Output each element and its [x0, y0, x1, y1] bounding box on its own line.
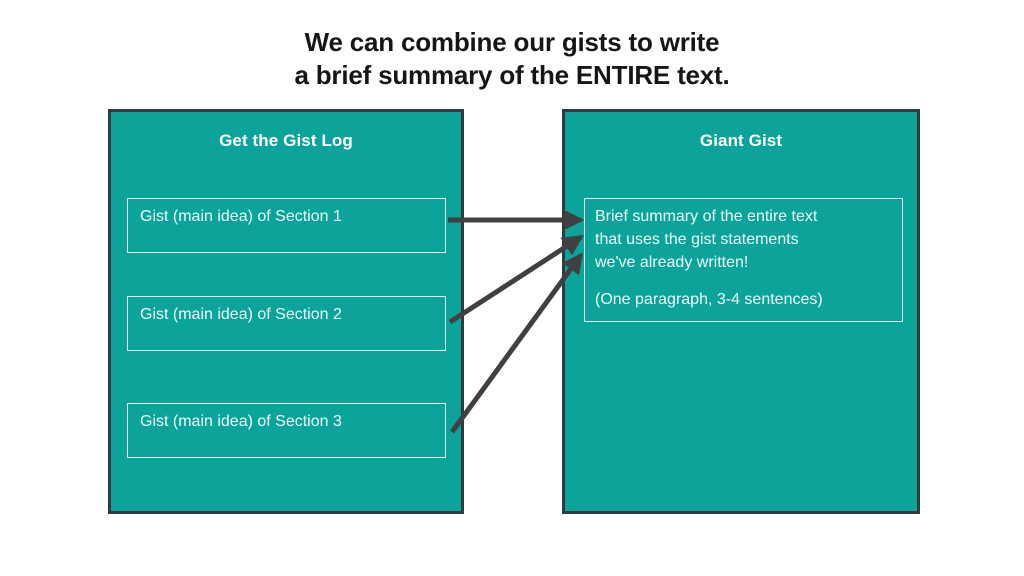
summary-line-3: we've already written! [595, 254, 749, 271]
giant-gist-heading: Giant Gist [699, 131, 783, 150]
gist-section-3-box[interactable]: Gist (main idea) of Section 3 [127, 403, 446, 458]
gist-section-1-label: Gist (main idea) of Section 1 [140, 208, 342, 225]
summary-line-4: (One paragraph, 3-4 sentences) [595, 291, 823, 308]
title-line-1: We can combine our gists to write [304, 27, 720, 57]
summary-line-1: Brief summary of the entire text [595, 208, 818, 225]
gist-log-heading: Get the Gist Log [219, 131, 353, 150]
gist-section-3-label: Gist (main idea) of Section 3 [140, 413, 342, 430]
giant-gist-summary-box[interactable]: Brief summary of the entire text that us… [584, 198, 903, 322]
title-line-2: a brief summary of the ENTIRE text. [294, 60, 730, 90]
gist-log-panel: Get the Gist Log Gist (main idea) of Sec… [108, 109, 464, 514]
gist-section-2-label: Gist (main idea) of Section 2 [140, 306, 342, 323]
gist-section-1-box[interactable]: Gist (main idea) of Section 1 [127, 198, 446, 253]
giant-gist-panel: Giant Gist Brief summary of the entire t… [562, 109, 920, 514]
summary-spacer [595, 274, 902, 288]
page-title: We can combine our gists to write a brie… [0, 26, 1024, 92]
summary-line-2: that uses the gist statements [595, 231, 799, 248]
gist-section-2-box[interactable]: Gist (main idea) of Section 2 [127, 296, 446, 351]
